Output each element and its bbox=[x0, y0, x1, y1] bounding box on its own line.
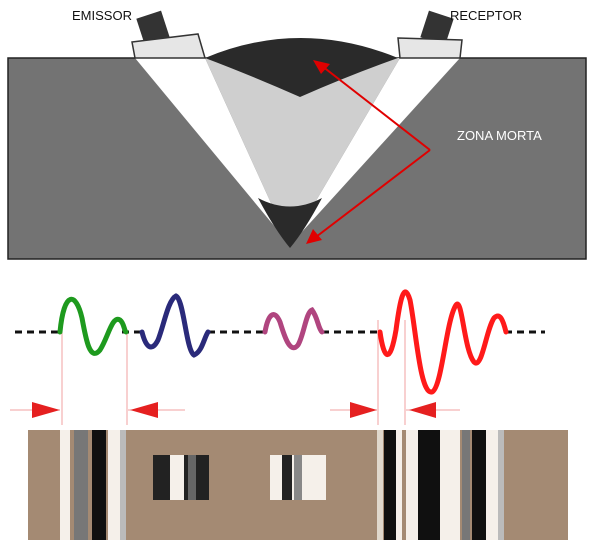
receiver-wedge bbox=[398, 38, 462, 58]
emitter-probe bbox=[132, 11, 205, 58]
emitter-label: EMISSOR bbox=[72, 8, 132, 23]
wave-back-wall bbox=[380, 292, 506, 392]
marker-arrow-2 bbox=[130, 402, 158, 418]
specimen-section: EMISSOR RECEPTOR ZONA MORTA bbox=[8, 8, 586, 259]
dead-zone-label: ZONA MORTA bbox=[457, 128, 542, 143]
marker-arrows bbox=[10, 402, 460, 418]
waveform-section bbox=[15, 292, 545, 425]
wave-defect-bottom bbox=[265, 310, 322, 348]
scan-image bbox=[28, 430, 568, 540]
wave-defect-top bbox=[142, 296, 208, 355]
wave-lateral bbox=[60, 299, 126, 353]
receiver-label: RECEPTOR bbox=[450, 8, 522, 23]
marker-arrow-4 bbox=[409, 402, 436, 418]
marker-arrow-3 bbox=[350, 402, 377, 418]
marker-arrow-1 bbox=[32, 402, 60, 418]
